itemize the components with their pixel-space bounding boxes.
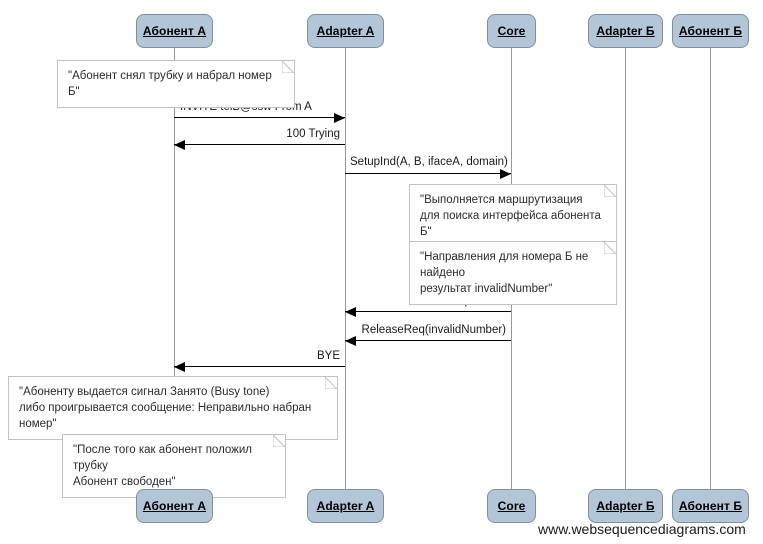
msg-100-trying-line — [174, 144, 345, 145]
msg-invite-arrowhead — [334, 112, 345, 123]
msg-releasereq-arrowhead — [345, 335, 356, 346]
msg-bye-arrowhead — [174, 361, 185, 372]
msg-releasereq-line — [345, 340, 511, 341]
note-abonent-snyal-trubku: "Абонент снял трубку и набрал номер Б" — [57, 60, 295, 108]
participant-label: Абонент Б — [678, 499, 743, 513]
participant-label: Core — [497, 24, 526, 38]
participant-adapter_b-bottom[interactable]: Adapter Б — [588, 489, 663, 523]
participant-abonent_a-top[interactable]: Абонент А — [136, 14, 213, 48]
participant-abonent_b-bottom[interactable]: Абонент Б — [672, 489, 749, 523]
participant-label: Adapter Б — [596, 24, 655, 38]
msg-setupind-label: SetupInd(A, B, ifaceA, domain) — [350, 156, 508, 168]
note-fold-corner-icon — [282, 61, 294, 73]
note-fold-corner-icon — [273, 435, 285, 447]
msg-setupindack-line — [345, 311, 511, 312]
note-text: "Абоненту выдается сигнал Занято (Busy t… — [19, 386, 312, 430]
note-text: "После того как абонент положил трубку А… — [73, 444, 253, 488]
msg-setupind-line — [345, 173, 511, 174]
msg-invite-line — [174, 117, 345, 118]
msg-100-trying-label: 100 Trying — [286, 128, 340, 140]
lifeline-adapter_b — [625, 48, 626, 489]
participant-adapter_b-top[interactable]: Adapter Б — [588, 14, 663, 48]
note-abonent-svoboden: "После того как абонент положил трубку А… — [62, 434, 286, 498]
participant-label: Adapter A — [316, 24, 375, 38]
participant-abonent_b-top[interactable]: Абонент Б — [672, 14, 749, 48]
footer-watermark: www.websequencediagrams.com — [538, 521, 746, 537]
participant-label: Adapter Б — [596, 499, 655, 513]
msg-bye-line — [174, 366, 345, 367]
participant-label: Core — [497, 499, 526, 513]
lifeline-adapter_a — [345, 48, 346, 489]
note-fold-corner-icon — [604, 185, 616, 197]
lifeline-abonent_b — [710, 48, 711, 489]
note-text: "Выполняется маршрутизация для поиска ин… — [420, 194, 601, 238]
participant-adapter_a-bottom[interactable]: Adapter A — [307, 489, 384, 523]
participant-label: Абонент А — [142, 499, 207, 513]
msg-100-trying-arrowhead — [174, 139, 185, 150]
participant-adapter_a-top[interactable]: Adapter A — [307, 14, 384, 48]
note-fold-corner-icon — [604, 242, 616, 254]
msg-bye-label: BYE — [316, 350, 340, 362]
note-napravleniya-ne-naydeno: "Направления для номера Б не найдено рез… — [409, 241, 617, 305]
participant-core-bottom[interactable]: Core — [487, 489, 536, 523]
participant-core-top[interactable]: Core — [487, 14, 536, 48]
lifeline-abonent_a — [174, 48, 175, 489]
msg-setupind-arrowhead — [500, 168, 511, 179]
participant-label: Абонент Б — [678, 24, 743, 38]
note-marshrutizaciya: "Выполняется маршрутизация для поиска ин… — [409, 184, 617, 248]
msg-setupindack-arrowhead — [345, 306, 356, 317]
note-fold-corner-icon — [325, 377, 337, 389]
participant-label: Абонент А — [142, 24, 207, 38]
participant-abonent_a-bottom[interactable]: Абонент А — [136, 489, 213, 523]
note-text: "Направления для номера Б не найдено рез… — [420, 251, 589, 295]
note-text: "Абонент снял трубку и набрал номер Б" — [68, 70, 272, 98]
note-busy-tone: "Абоненту выдается сигнал Занято (Busy t… — [8, 376, 338, 440]
participant-label: Adapter A — [316, 499, 375, 513]
msg-releasereq-label: ReleaseReq(invalidNumber) — [361, 324, 506, 336]
